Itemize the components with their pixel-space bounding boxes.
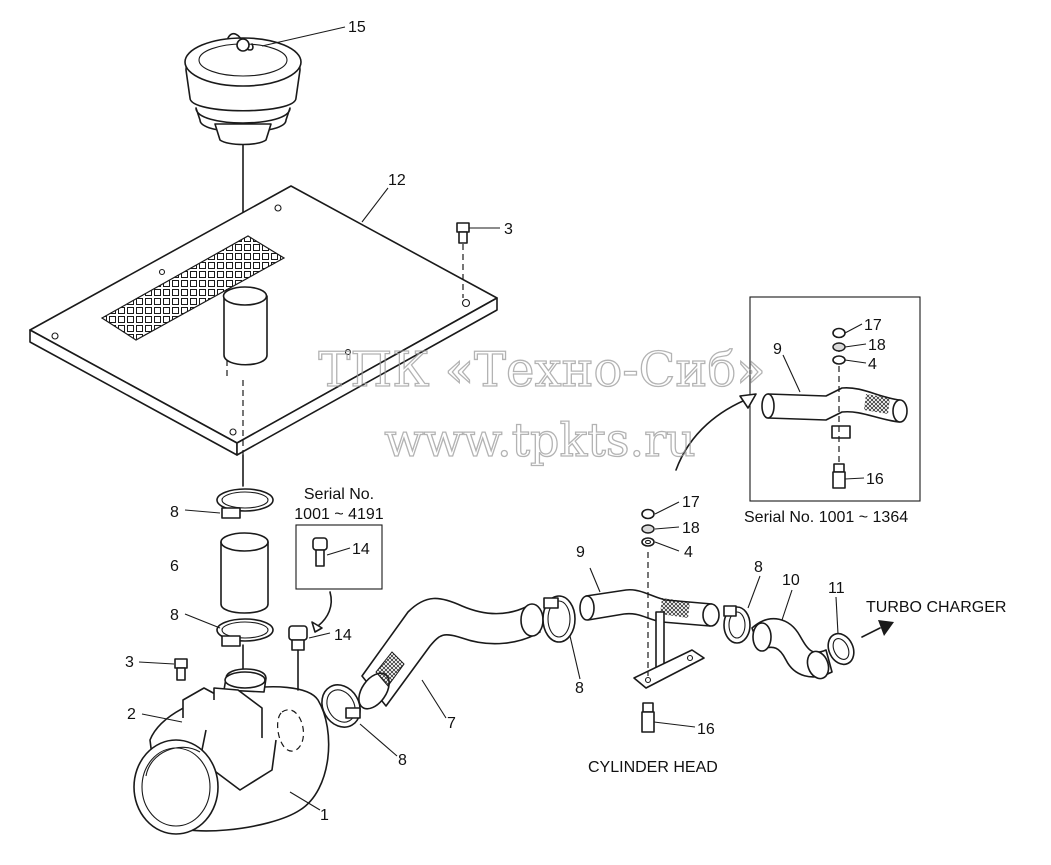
inset-box-left	[295, 524, 383, 633]
air-cleaner-cap	[184, 32, 302, 146]
hose-clamp	[321, 684, 361, 728]
callout-6: 6	[170, 558, 179, 575]
callout-4: 4	[868, 356, 877, 373]
callout-18: 18	[682, 520, 700, 537]
stud	[641, 702, 655, 733]
callout-7: 7	[447, 715, 456, 732]
air-cleaner-body	[133, 668, 330, 835]
hose-clamp	[542, 595, 576, 643]
intake-hose	[358, 597, 544, 710]
callout-8: 8	[170, 504, 179, 521]
hose-clamp	[827, 632, 855, 666]
bolt	[174, 658, 188, 681]
callout-9: 9	[576, 544, 585, 561]
callout-4: 4	[684, 544, 693, 561]
watermark: ТПК «Техно-Сиб» www.tpkts.ru	[318, 341, 767, 467]
callout-leaders	[138, 26, 867, 811]
turbo-charger-label: TURBO CHARGER	[866, 599, 1006, 616]
serial-range-left-value: 1001 ~ 4191	[294, 506, 384, 523]
hidden-line	[226, 360, 244, 455]
callout-18: 18	[868, 337, 886, 354]
serial-range-left-title: Serial No.	[304, 486, 374, 503]
callout-10: 10	[782, 572, 800, 589]
callout-8: 8	[398, 752, 407, 769]
watermark-url: www.tpkts.ru	[384, 413, 695, 467]
cylinder-head-label: CYLINDER HEAD	[588, 759, 718, 776]
callout-11: 11	[828, 580, 845, 597]
callout-17: 17	[682, 494, 700, 511]
callout-12: 12	[388, 172, 406, 189]
callout-14: 14	[352, 541, 370, 558]
callout-2: 2	[127, 706, 136, 723]
elbow-hose	[751, 618, 833, 680]
callout-9: 9	[773, 341, 782, 358]
restriction-indicator	[288, 625, 308, 691]
callout-8: 8	[170, 607, 179, 624]
serial-range-right: Serial No. 1001 ~ 1364	[744, 509, 908, 526]
callout-15: 15	[348, 19, 366, 36]
intake-pipe	[579, 588, 720, 689]
callout-3: 3	[125, 654, 134, 671]
callout-labels: 15 12 3 8 6 8 3 2 1 14 14 8 7 8 9 17 18 …	[125, 19, 886, 824]
inlet-tube	[222, 286, 268, 366]
hose-clamp	[216, 618, 274, 647]
captions: Serial No. 1001 ~ 4191 Serial No. 1001 ~…	[294, 486, 1006, 776]
arrow-to-turbo-charger	[861, 620, 894, 638]
callout-8: 8	[575, 680, 584, 697]
watermark-company: ТПК «Техно-Сиб»	[318, 342, 765, 398]
callout-16: 16	[866, 471, 884, 488]
callout-1: 1	[320, 807, 329, 824]
nut-washer-stack	[641, 508, 655, 547]
callout-14: 14	[334, 627, 352, 644]
callout-3: 3	[504, 221, 513, 238]
rubber-sleeve	[220, 532, 269, 614]
hose-clamp	[723, 605, 751, 644]
callout-8: 8	[754, 559, 763, 576]
hose-clamp	[216, 488, 274, 519]
callout-17: 17	[864, 317, 882, 334]
callout-16: 16	[697, 721, 715, 738]
